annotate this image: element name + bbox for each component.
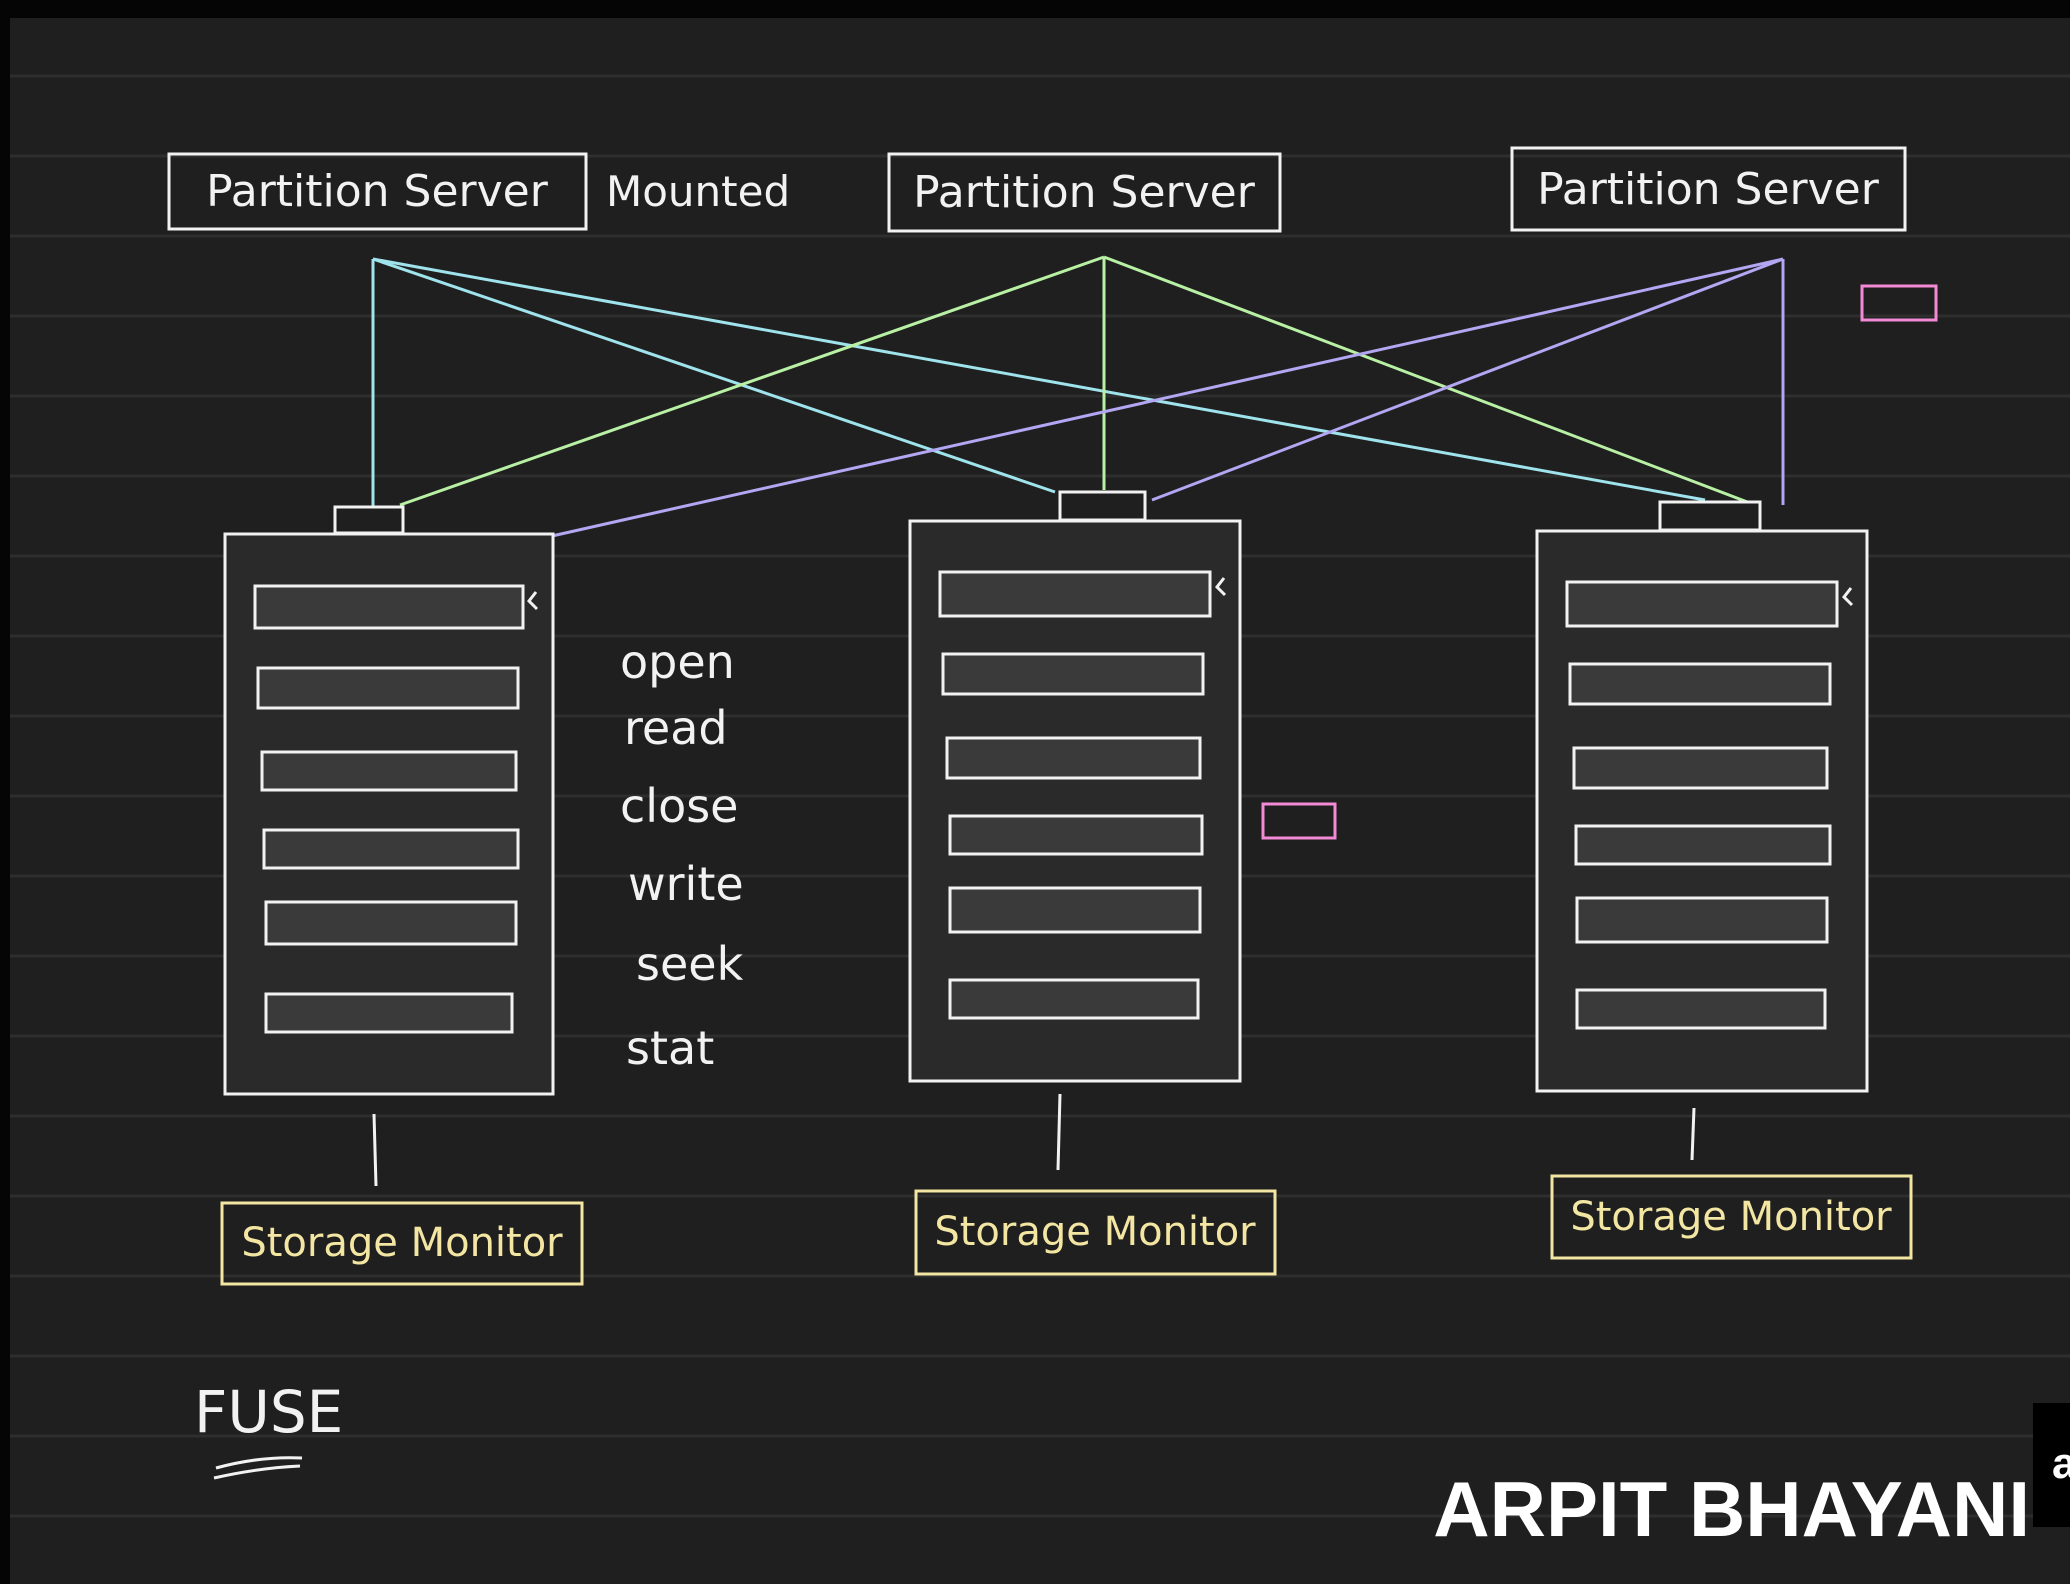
storage-server-3-disk	[1565, 580, 1839, 628]
link-ps2-to-storage-3	[1103, 255, 1751, 505]
storage-server-2-disk	[945, 736, 1202, 780]
top-frame	[0, 0, 2070, 18]
storage-server-2-pointer-mark	[1215, 577, 1227, 597]
storage-monitor-1-label: Storage Monitor	[241, 1220, 563, 1266]
partition-server-1: Partition Server	[167, 152, 588, 231]
storage-server-1-disk	[264, 992, 514, 1034]
partition-server-1-label: Partition Server	[206, 166, 549, 217]
storage-server-1-disk	[256, 666, 520, 710]
file-operation-read: read	[624, 701, 728, 755]
storage-server-3	[1535, 500, 1869, 1161]
links-partition-server-1	[371, 257, 1706, 506]
pink-marker-top-right	[1860, 284, 1938, 322]
storage-server-3-disk	[1572, 746, 1829, 790]
storage-server-3-pointer-mark	[1842, 587, 1854, 607]
fuse-underline	[213, 1464, 301, 1480]
links-partition-server-2	[399, 255, 1751, 507]
file-operations-list: open read close write seek stat	[620, 635, 744, 1075]
storage-server-3-disk	[1568, 662, 1832, 706]
mounted-label: Mounted	[606, 167, 790, 216]
storage-server-3-disk	[1575, 988, 1827, 1030]
fuse-underline	[215, 1456, 303, 1470]
storage-monitor-3: Storage Monitor	[1550, 1174, 1913, 1260]
storage-server-1	[223, 505, 555, 1187]
storage-server-1-disk	[264, 900, 518, 946]
storage-server-2-connector	[1058, 490, 1147, 522]
storage-server-1-pointer-mark	[527, 591, 539, 611]
link-ps3-to-storage-1	[551, 257, 1784, 538]
storage-server-3-monitor-link	[1690, 1107, 1696, 1161]
watermark-arpit-bhayani: ARPIT BHAYANI	[1433, 1465, 2030, 1553]
watermark-edge-letter: a	[2052, 1439, 2070, 1488]
partition-server-2-label: Partition Server	[913, 167, 1256, 218]
file-operation-close: close	[620, 779, 738, 833]
storage-monitor-1: Storage Monitor	[220, 1201, 584, 1286]
partition-server-1-box	[167, 152, 588, 231]
storage-server-2-disk	[948, 814, 1204, 856]
storage-server-1-disk	[253, 584, 525, 630]
storage-server-2-disk	[948, 886, 1202, 934]
fuse-label: FUSE	[194, 1378, 343, 1446]
link-ps3-to-storage-2	[1151, 257, 1784, 502]
partition-server-3-label: Partition Server	[1537, 164, 1880, 215]
link-ps2-to-storage-1	[399, 255, 1105, 507]
storage-server-3-connector	[1658, 500, 1762, 532]
storage-server-2	[908, 490, 1242, 1171]
links-partition-server-3	[551, 257, 1785, 538]
storage-server-3-disk	[1575, 896, 1829, 944]
storage-monitor-2-box	[914, 1189, 1277, 1276]
fuse-note: FUSE	[194, 1378, 343, 1480]
storage-server-1-disk	[260, 750, 518, 792]
pink-marker-middle	[1261, 802, 1337, 840]
storage-server-2-disk	[948, 978, 1200, 1020]
file-operation-seek: seek	[636, 937, 744, 991]
partition-server-3-box	[1510, 146, 1907, 232]
storage-server-1-monitor-link	[372, 1113, 378, 1187]
storage-server-1-connector	[333, 505, 405, 535]
partition-server-2: Partition Server	[887, 152, 1282, 233]
left-frame	[0, 0, 10, 1584]
link-ps1-to-storage-3	[372, 257, 1706, 502]
watermark-edge-block	[2033, 1403, 2070, 1527]
storage-server-2-disk	[938, 570, 1212, 618]
storage-monitor-3-box	[1550, 1174, 1913, 1260]
storage-monitor-2-label: Storage Monitor	[934, 1209, 1256, 1255]
link-ps1-to-storage-2	[372, 257, 1056, 494]
partition-server-2-box	[887, 152, 1282, 233]
storage-server-1-disk	[262, 828, 520, 870]
storage-monitor-3-label: Storage Monitor	[1570, 1194, 1892, 1240]
storage-server-2-disk	[941, 652, 1205, 696]
file-operation-open: open	[620, 635, 735, 689]
storage-monitor-2: Storage Monitor	[914, 1189, 1277, 1276]
file-operation-write: write	[628, 857, 744, 911]
storage-server-2-monitor-link	[1056, 1093, 1062, 1171]
file-operation-stat: stat	[626, 1021, 714, 1075]
storage-server-3-disk	[1574, 824, 1832, 866]
storage-monitor-1-box	[220, 1201, 584, 1286]
partition-server-3: Partition Server	[1510, 146, 1907, 232]
